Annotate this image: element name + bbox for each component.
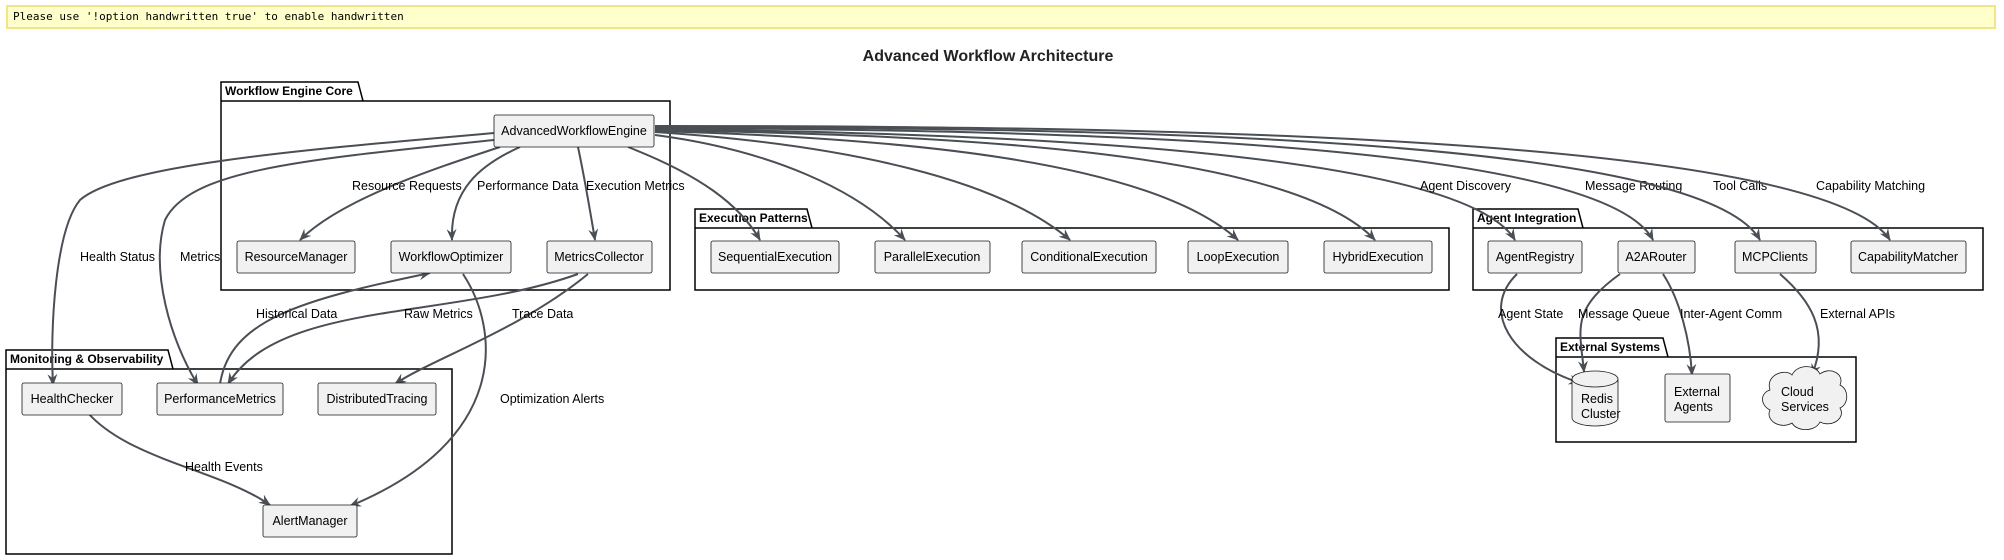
package-workflow-engine-core: Workflow Engine Core	[220, 81, 671, 291]
svg-text:Trace Data: Trace Data	[512, 307, 573, 321]
svg-text:MCPClients: MCPClients	[1742, 250, 1808, 264]
svg-text:HybridExecution: HybridExecution	[1332, 250, 1423, 264]
svg-text:LoopExecution: LoopExecution	[1197, 250, 1280, 264]
svg-text:SequentialExecution: SequentialExecution	[718, 250, 832, 264]
node-workflow-optimizer: WorkflowOptimizer	[390, 240, 512, 274]
node-metrics-collector: MetricsCollector	[546, 240, 653, 274]
svg-text:AdvancedWorkflowEngine: AdvancedWorkflowEngine	[501, 124, 647, 138]
node-sequential-execution: SequentialExecution	[710, 240, 840, 274]
svg-text:PerformanceMetrics: PerformanceMetrics	[164, 392, 276, 406]
svg-text:Agents: Agents	[1674, 400, 1713, 414]
svg-text:Metrics: Metrics	[180, 250, 220, 264]
svg-text:CapabilityMatcher: CapabilityMatcher	[1858, 250, 1958, 264]
svg-text:Services: Services	[1781, 400, 1829, 414]
svg-text:Agent Integration: Agent Integration	[1477, 211, 1576, 225]
edge-metricscollector-performancemetrics: Raw Metrics	[227, 273, 579, 385]
edge-a2arouter-externalagents: Inter-Agent Comm	[1662, 273, 1782, 376]
svg-text:Agent State: Agent State	[1498, 307, 1563, 321]
svg-text:Monitoring & Observability: Monitoring & Observability	[10, 352, 164, 366]
svg-text:Cluster: Cluster	[1581, 407, 1621, 421]
svg-text:External APIs: External APIs	[1820, 307, 1895, 321]
edge-engine-capabilitymatcher: Capability Matching	[654, 125, 1925, 241]
svg-text:Agent Discovery: Agent Discovery	[1420, 179, 1512, 193]
svg-text:Workflow Engine Core: Workflow Engine Core	[225, 84, 353, 98]
node-agent-registry: AgentRegistry	[1487, 240, 1583, 274]
svg-text:WorkflowOptimizer: WorkflowOptimizer	[399, 250, 504, 264]
node-resource-manager: ResourceManager	[236, 240, 356, 274]
svg-text:Cloud: Cloud	[1781, 385, 1814, 399]
svg-text:Inter-Agent Comm: Inter-Agent Comm	[1680, 307, 1782, 321]
node-cloud-services: Cloud Services	[1762, 366, 1848, 431]
package-agent-integration: Agent Integration	[1472, 208, 1984, 291]
edge-mcpclients-cloud: External APIs	[1779, 273, 1895, 376]
svg-text:Health Events: Health Events	[185, 460, 263, 474]
node-a2a-router: A2ARouter	[1617, 240, 1696, 274]
svg-text:Message Routing: Message Routing	[1585, 179, 1682, 193]
edge-engine-performancemetrics: Metrics	[158, 139, 495, 386]
svg-text:AlertManager: AlertManager	[272, 514, 347, 528]
node-mcp-clients: MCPClients	[1734, 240, 1817, 274]
svg-text:Redis: Redis	[1581, 392, 1613, 406]
svg-text:Tool Calls: Tool Calls	[1713, 179, 1767, 193]
svg-text:Raw Metrics: Raw Metrics	[404, 307, 473, 321]
svg-text:Performance Data: Performance Data	[477, 179, 578, 193]
svg-text:ConditionalExecution: ConditionalExecution	[1030, 250, 1147, 264]
svg-text:AgentRegistry: AgentRegistry	[1496, 250, 1575, 264]
edge-engine-hybrid	[654, 129, 1376, 241]
edge-metricscollector-tracing: Trace Data	[394, 273, 589, 385]
svg-text:Resource Requests: Resource Requests	[352, 179, 462, 193]
edge-optimizer-alertmanager: Optimization Alerts	[349, 273, 604, 507]
svg-text:External Systems: External Systems	[1560, 340, 1660, 354]
node-performance-metrics: PerformanceMetrics	[156, 382, 284, 416]
edge-agentregistry-redis: Agent State	[1498, 273, 1581, 385]
svg-text:ParallelExecution: ParallelExecution	[884, 250, 981, 264]
edge-engine-metricscollector: Execution Metrics	[577, 146, 685, 241]
svg-text:Message Queue: Message Queue	[1578, 307, 1670, 321]
svg-text:Capability Matching: Capability Matching	[1816, 179, 1925, 193]
handwritten-warning-banner: Please use '!option handwritten true' to…	[6, 5, 1996, 29]
node-redis-cluster: Redis Cluster	[1571, 370, 1621, 427]
edge-engine-sequential	[627, 146, 761, 241]
node-health-checker: HealthChecker	[21, 382, 123, 416]
svg-text:Optimization Alerts: Optimization Alerts	[500, 392, 604, 406]
edge-engine-resourcemanager: Resource Requests	[299, 146, 501, 241]
edge-engine-loop	[654, 130, 1239, 241]
svg-text:MetricsCollector: MetricsCollector	[554, 250, 644, 264]
svg-text:Health Status: Health Status	[80, 250, 155, 264]
svg-text:Execution Metrics: Execution Metrics	[586, 179, 685, 193]
package-external-systems: External Systems	[1555, 337, 1857, 443]
node-hybrid-execution: HybridExecution	[1323, 240, 1433, 274]
edge-engine-optimizer: Performance Data	[446, 146, 578, 241]
svg-text:DistributedTracing: DistributedTracing	[327, 392, 428, 406]
edge-a2arouter-redis: Message Queue	[1577, 273, 1670, 373]
node-external-agents: External Agents	[1664, 373, 1731, 423]
node-advanced-workflow-engine: AdvancedWorkflowEngine	[493, 114, 655, 148]
node-distributed-tracing: DistributedTracing	[317, 382, 437, 416]
svg-text:External: External	[1674, 385, 1720, 399]
edge-engine-conditional	[654, 131, 1071, 241]
node-capability-matcher: CapabilityMatcher	[1850, 240, 1967, 274]
svg-text:Execution Patterns: Execution Patterns	[699, 211, 808, 225]
diagram-title: Advanced Workflow Architecture	[863, 48, 1114, 65]
node-parallel-execution: ParallelExecution	[874, 240, 991, 274]
edge-engine-agentregistry: Agent Discovery	[654, 128, 1516, 241]
package-monitoring-observability: Monitoring & Observability	[5, 349, 453, 555]
svg-text:ResourceManager: ResourceManager	[245, 250, 348, 264]
node-conditional-execution: ConditionalExecution	[1021, 240, 1157, 274]
node-loop-execution: LoopExecution	[1187, 240, 1289, 274]
edge-engine-a2arouter: Message Routing	[654, 127, 1682, 241]
node-alert-manager: AlertManager	[262, 504, 358, 538]
svg-text:A2ARouter: A2ARouter	[1625, 250, 1686, 264]
edge-engine-healthchecker: Health Status	[47, 132, 495, 386]
edge-engine-parallel	[654, 134, 906, 241]
edge-performancemetrics-optimizer: Historical Data	[219, 270, 431, 385]
edge-healthchecker-alertmanager: Health Events	[87, 412, 271, 506]
svg-text:Historical Data: Historical Data	[256, 307, 337, 321]
svg-text:HealthChecker: HealthChecker	[31, 392, 114, 406]
edge-engine-mcpclients: Tool Calls	[654, 126, 1767, 241]
